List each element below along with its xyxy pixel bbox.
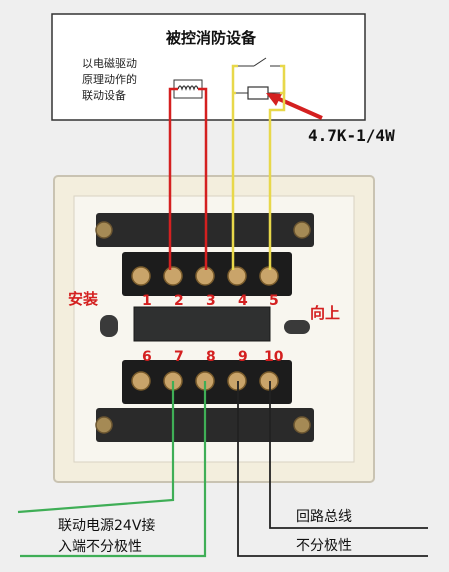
power-note-line-1: 联动电源24V接: [58, 518, 156, 534]
bus-note-line-2: 不分极性: [296, 538, 352, 554]
device-desc-line-1: 以电磁驱动: [82, 57, 137, 70]
green-wires: [17, 381, 207, 558]
yellow-wires: [231, 64, 286, 270]
mount-slot-left: [100, 315, 118, 337]
screw-terminal-1: [131, 266, 151, 286]
up-direction-label: 向上: [310, 304, 341, 322]
resistor-value-label: 4.7K-1/4W: [308, 126, 395, 145]
power-note-line-2: 入端不分极性: [58, 539, 142, 555]
bus-note-line-1: 回路总线: [296, 509, 352, 525]
terminal-label-10: 10: [264, 349, 284, 365]
terminal-label-7: 7: [174, 349, 184, 365]
screw-terminal-6: [131, 371, 151, 391]
terminal-label-1: 1: [142, 293, 152, 309]
terminal-label-5: 5: [269, 293, 279, 309]
center-window: [133, 306, 271, 342]
terminal-label-2: 2: [174, 293, 184, 309]
red-wires: [168, 87, 208, 270]
screw-terminal-10: [259, 371, 279, 391]
device-desc-line-2: 原理动作的: [82, 73, 137, 86]
terminal-label-9: 9: [238, 349, 248, 365]
terminal-label-6: 6: [142, 349, 152, 365]
black-wires: [237, 381, 428, 557]
mount-slot-right: [284, 320, 310, 334]
device-box-title: 被控消防设备: [166, 29, 257, 47]
screw-terminal-9: [227, 371, 247, 391]
install-label: 安装: [68, 290, 99, 308]
resistor-symbol: [236, 86, 280, 100]
switch-contact-symbol: [238, 57, 280, 67]
device-box: [51, 13, 366, 121]
screw-terminal-2: [163, 266, 183, 286]
device-desc-line-3: 联动设备: [82, 89, 126, 102]
top-terminal-screws: [131, 266, 279, 286]
terminal-label-8: 8: [206, 349, 216, 365]
screw-terminal-4: [227, 266, 247, 286]
terminal-label-4: 4: [238, 293, 248, 309]
terminal-label-3: 3: [206, 293, 216, 309]
resistor-pointer-arrow: [266, 93, 323, 120]
